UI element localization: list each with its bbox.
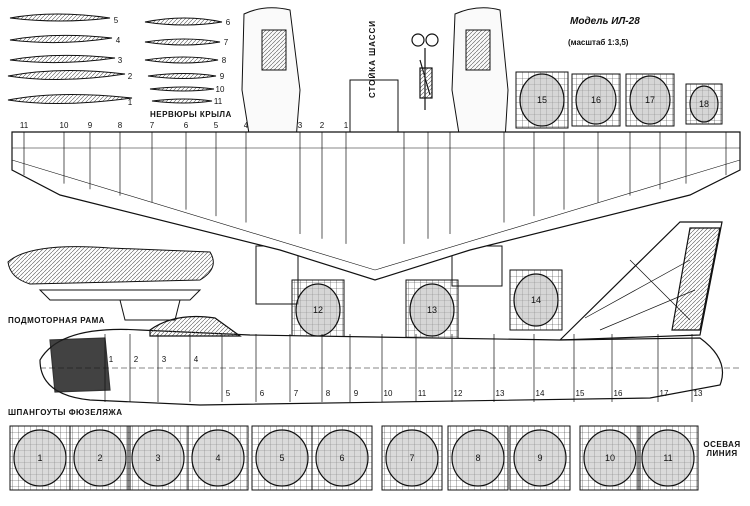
fuselage-frame-outline (131, 429, 185, 487)
fuselage-station-number: 15 (576, 389, 585, 398)
fuselage-rib-lines (104, 334, 693, 402)
fuselage-frame-number: 11 (663, 453, 672, 463)
axis-line-label: ОСЕВАЯ ЛИНИЯ (703, 440, 741, 458)
fuselage-frame-number: 7 (409, 453, 414, 463)
engine-mount-drawing (7, 246, 214, 321)
wing-station-number: 8 (118, 121, 123, 130)
wing-station-number: 4 (244, 121, 249, 130)
fuselage-frame-number: 10 (605, 453, 615, 463)
fuselage-station-number: 1 (109, 355, 114, 364)
wing-rib-lines (23, 132, 727, 244)
fuselage-station-number: 14 (536, 389, 545, 398)
fuselage-frames: 1 2 3 4 5 6 7 8 9 10 11 (9, 425, 699, 491)
fuselage-frame-outline (315, 429, 369, 487)
fuselage-frame-outline (255, 429, 309, 487)
top-frame-number: 16 (591, 95, 601, 105)
wing-rib-number: 6 (226, 18, 231, 27)
top-frame-outline (629, 75, 671, 125)
top-frame-outline (519, 73, 565, 127)
landing-gear-label: СТОЙКА ШАССИ (368, 20, 377, 99)
top-frame-outline (575, 75, 617, 125)
scale-note: (масштаб 1:3,5) (568, 38, 629, 47)
fuselage-station-number: 17 (660, 389, 669, 398)
engine-nacelles (241, 7, 509, 305)
wing-station-number: 10 (60, 121, 69, 130)
fuselage-station-number: 10 (384, 389, 393, 398)
wing-station-number: 2 (320, 121, 325, 130)
fuselage-frame-number: 6 (339, 453, 344, 463)
nacelle-frame-number: 13 (427, 305, 437, 315)
wing-planform (11, 131, 741, 281)
fuselage-station-number: 4 (194, 355, 199, 364)
fuselage-frame-outline (13, 429, 67, 487)
fuselage-frame-number: 8 (475, 453, 480, 463)
wing-ribs-right (144, 17, 223, 104)
fuselage-frame-number: 1 (37, 453, 42, 463)
wing-station-number: 1 (344, 121, 349, 130)
nacelle-frame-outline (409, 283, 455, 337)
wing-rib-number: 8 (222, 56, 227, 65)
fuselage-frame-outline (73, 429, 127, 487)
wing-station-number: 5 (214, 121, 219, 130)
wing-rib-number: 5 (114, 16, 119, 25)
fuselage-station-number: 11 (418, 389, 427, 398)
fuselage-frame-outline (385, 429, 439, 487)
wing-station-number: 9 (88, 121, 93, 130)
fuselage-frames-label: ШПАНГОУТЫ ФЮЗЕЛЯЖА (8, 408, 123, 417)
fuselage-frame-number: 2 (97, 453, 102, 463)
fuselage-frame-outline (191, 429, 245, 487)
fuselage-station-number: 13 (496, 389, 505, 398)
wing-rib-number: 11 (214, 97, 223, 106)
fuselage-frame-outline (451, 429, 505, 487)
wing-rib-number: 3 (118, 56, 123, 65)
fuselage-frame-outline (641, 429, 695, 487)
wing-rib-number: 1 (128, 98, 133, 107)
fuselage-station-number: 16 (614, 389, 623, 398)
nacelle-frame-outline (513, 273, 559, 327)
wing-ribs-label: НЕРВЮРЫ КРЫЛА (150, 110, 232, 119)
nacelle-frame-number: 14 (531, 295, 541, 305)
tail-fin (558, 221, 723, 341)
fuselage-station-number: 5 (226, 389, 231, 398)
fuselage-station-number: 9 (354, 389, 359, 398)
wing-station-number: 6 (184, 121, 189, 130)
fuselage-station-number: 12 (454, 389, 463, 398)
wing-station-number: 7 (150, 121, 155, 130)
fuselage-frame-number: 9 (537, 453, 542, 463)
fuselage-frame-outline (513, 429, 567, 487)
wing-rib-number: 7 (224, 38, 229, 47)
wing-station-number: 11 (20, 121, 29, 130)
nacelle-frame-number: 12 (313, 305, 323, 315)
top-frame-outline (689, 85, 719, 123)
landing-gear-strut (411, 33, 439, 110)
nacelle-frames: 12 13 14 (291, 269, 563, 341)
drawing-title: Модель ИЛ-28 (570, 16, 640, 27)
fuselage-frame-number: 5 (279, 453, 284, 463)
fuselage-station-number: 2 (134, 355, 139, 364)
wing-rib-number: 4 (116, 36, 121, 45)
fuselage-station-number: 7 (294, 389, 299, 398)
fuselage-station-number: 6 (260, 389, 265, 398)
fuselage-station-number: 8 (326, 389, 331, 398)
wing-ribs-left (7, 13, 133, 105)
wing-station-number: 3 (298, 121, 303, 130)
fuselage-station-number: 3 (162, 355, 167, 364)
fuselage-frame-number: 4 (215, 453, 220, 463)
top-frame-number: 18 (699, 99, 709, 109)
fuselage-frame-number: 3 (155, 453, 160, 463)
top-frame-number: 17 (645, 95, 655, 105)
fuselage-station-number: 13 (694, 389, 703, 398)
fuselage-side (39, 315, 740, 406)
fuselage-frame-outline (583, 429, 637, 487)
wing-rib-number: 9 (220, 72, 225, 81)
top-frame-number: 15 (537, 95, 547, 105)
wing-rib-number: 2 (128, 72, 133, 81)
wing-rib-number: 10 (216, 85, 225, 94)
engine-mount-label: ПОДМОТОРНАЯ РАМА (8, 316, 106, 325)
top-frames: 15 16 17 18 (515, 71, 723, 129)
